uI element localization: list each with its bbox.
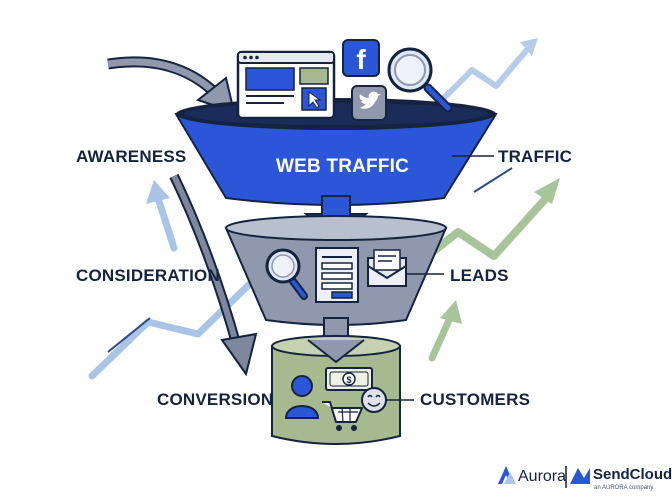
curved-arrows [107, 56, 258, 377]
svg-text:f: f [356, 44, 366, 75]
shopping-cart-icon [322, 401, 363, 431]
dollar-bill-icon: $ [325, 367, 373, 391]
magnifier-icon-middle [265, 248, 308, 300]
web-traffic-label: WEB TRAFFIC [276, 156, 410, 177]
leads-label: LEADS [450, 266, 509, 285]
sendcloud-logo-subtext: an AURORA company [594, 485, 654, 491]
twitter-icon [351, 85, 387, 121]
conversion-label: CONVERSION [157, 390, 274, 409]
green-up-arrow-shaft [428, 314, 454, 362]
label-connectors [386, 155, 494, 401]
smiley-icon [361, 387, 387, 413]
funnel-top [174, 98, 498, 206]
blue-trend-line-right [437, 41, 535, 105]
envelope-icon [367, 249, 407, 287]
magnifier-icon-top [387, 47, 453, 113]
sendcloud-logo-text: SendCloud [593, 466, 672, 483]
consideration-label: CONSIDERATION [76, 266, 220, 285]
green-trend-arrowhead [534, 178, 560, 204]
blue-trend-arrowhead-right [520, 38, 538, 56]
green-up-arrowhead [440, 300, 462, 324]
person-icon [284, 375, 320, 419]
awareness-label: AWARENESS [76, 147, 187, 166]
blue-up-arrow-shaft [154, 194, 178, 252]
blue-up-arrowhead [146, 180, 170, 204]
aurora-logo-text: Aurora [518, 468, 567, 485]
sendcloud-logo-mark [570, 468, 590, 484]
facebook-icon: f [342, 39, 380, 77]
green-thin-line [473, 167, 513, 193]
aurora-logo-mark [498, 466, 516, 484]
browser-window-icon [236, 50, 336, 120]
customers-label: CUSTOMERS [420, 390, 531, 409]
blue-trend-thin-line [107, 317, 151, 353]
traffic-label: TRAFFIC [498, 147, 573, 166]
form-document-icon [315, 247, 359, 303]
svg-text:$: $ [346, 375, 351, 385]
curved-arrow-left-head [220, 332, 258, 377]
